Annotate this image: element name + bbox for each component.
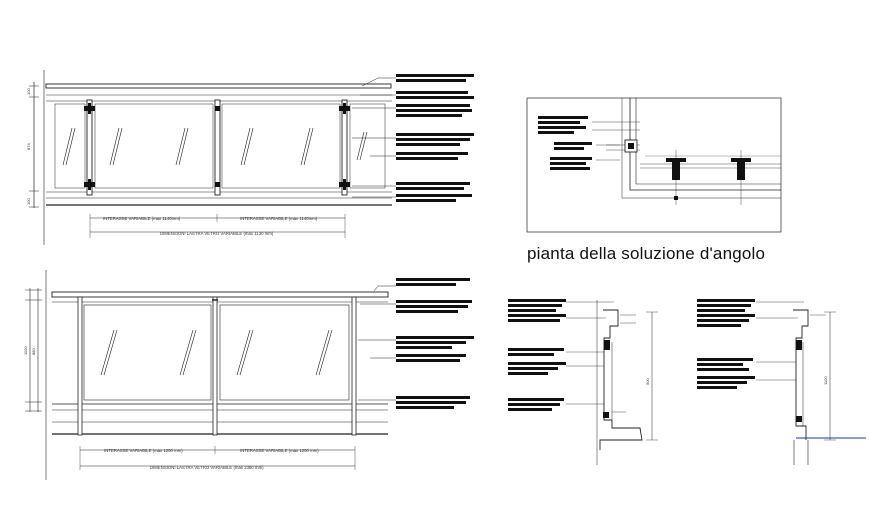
post — [212, 296, 218, 436]
post — [77, 296, 83, 436]
section-left-dimension: 900 — [645, 378, 650, 385]
dim-height-main: 874 — [26, 143, 31, 150]
label-blocks-bottom — [396, 278, 474, 409]
dim-height-glass: 880 — [31, 348, 36, 355]
section-right — [756, 301, 836, 465]
dim-interasse-right: INTERASSE VARIABILE (max 1140mm) — [240, 216, 318, 221]
glass-panel — [219, 304, 350, 401]
dim-height-total: 1100 — [23, 346, 28, 355]
glass-panel — [349, 103, 386, 189]
post — [351, 296, 357, 436]
section-right-dimension: 1100 — [823, 376, 828, 385]
dim-interasse-left: INTERASSE VARIABILE (max 1140mm) — [103, 216, 181, 221]
dim-height-bottom: 100 — [26, 198, 31, 205]
label-blocks-top — [396, 74, 474, 202]
section-left-labels — [508, 299, 566, 411]
section-profile — [793, 309, 809, 440]
post — [214, 99, 221, 196]
post — [86, 99, 93, 196]
glass-clamps — [84, 103, 350, 190]
glass-panel — [221, 103, 341, 189]
handrail — [45, 83, 392, 89]
plan-view — [526, 97, 782, 233]
elevation-bottom — [25, 270, 396, 480]
plan-caption: pianta della soluzione d'angolo — [527, 244, 766, 263]
post — [341, 99, 348, 196]
handrail — [51, 291, 389, 298]
dim-height-top: 100 — [26, 88, 31, 95]
glass-panel — [83, 304, 212, 401]
dim-lastra: DIMENSIONI LASTRA VETRO VARIABILE (max 1… — [160, 231, 274, 236]
dim-interasse-left-2: INTERASSE VARIABILE (max 1200 mm) — [104, 448, 183, 453]
glass-panel — [94, 103, 214, 189]
plan-frame — [526, 97, 782, 233]
section-profile — [599, 309, 643, 450]
section-right-labels — [697, 299, 755, 389]
dim-interasse-right-2: INTERASSE VARIABILE (max 1200 mm) — [240, 448, 319, 453]
glass-panel — [54, 103, 86, 189]
elevation-top — [29, 70, 396, 245]
dim-lastra-2: DIMENSIONI LASTRA VETRO VARIABILE (max 2… — [150, 465, 264, 470]
section-left — [566, 300, 658, 465]
plan-label-blocks — [538, 116, 592, 170]
